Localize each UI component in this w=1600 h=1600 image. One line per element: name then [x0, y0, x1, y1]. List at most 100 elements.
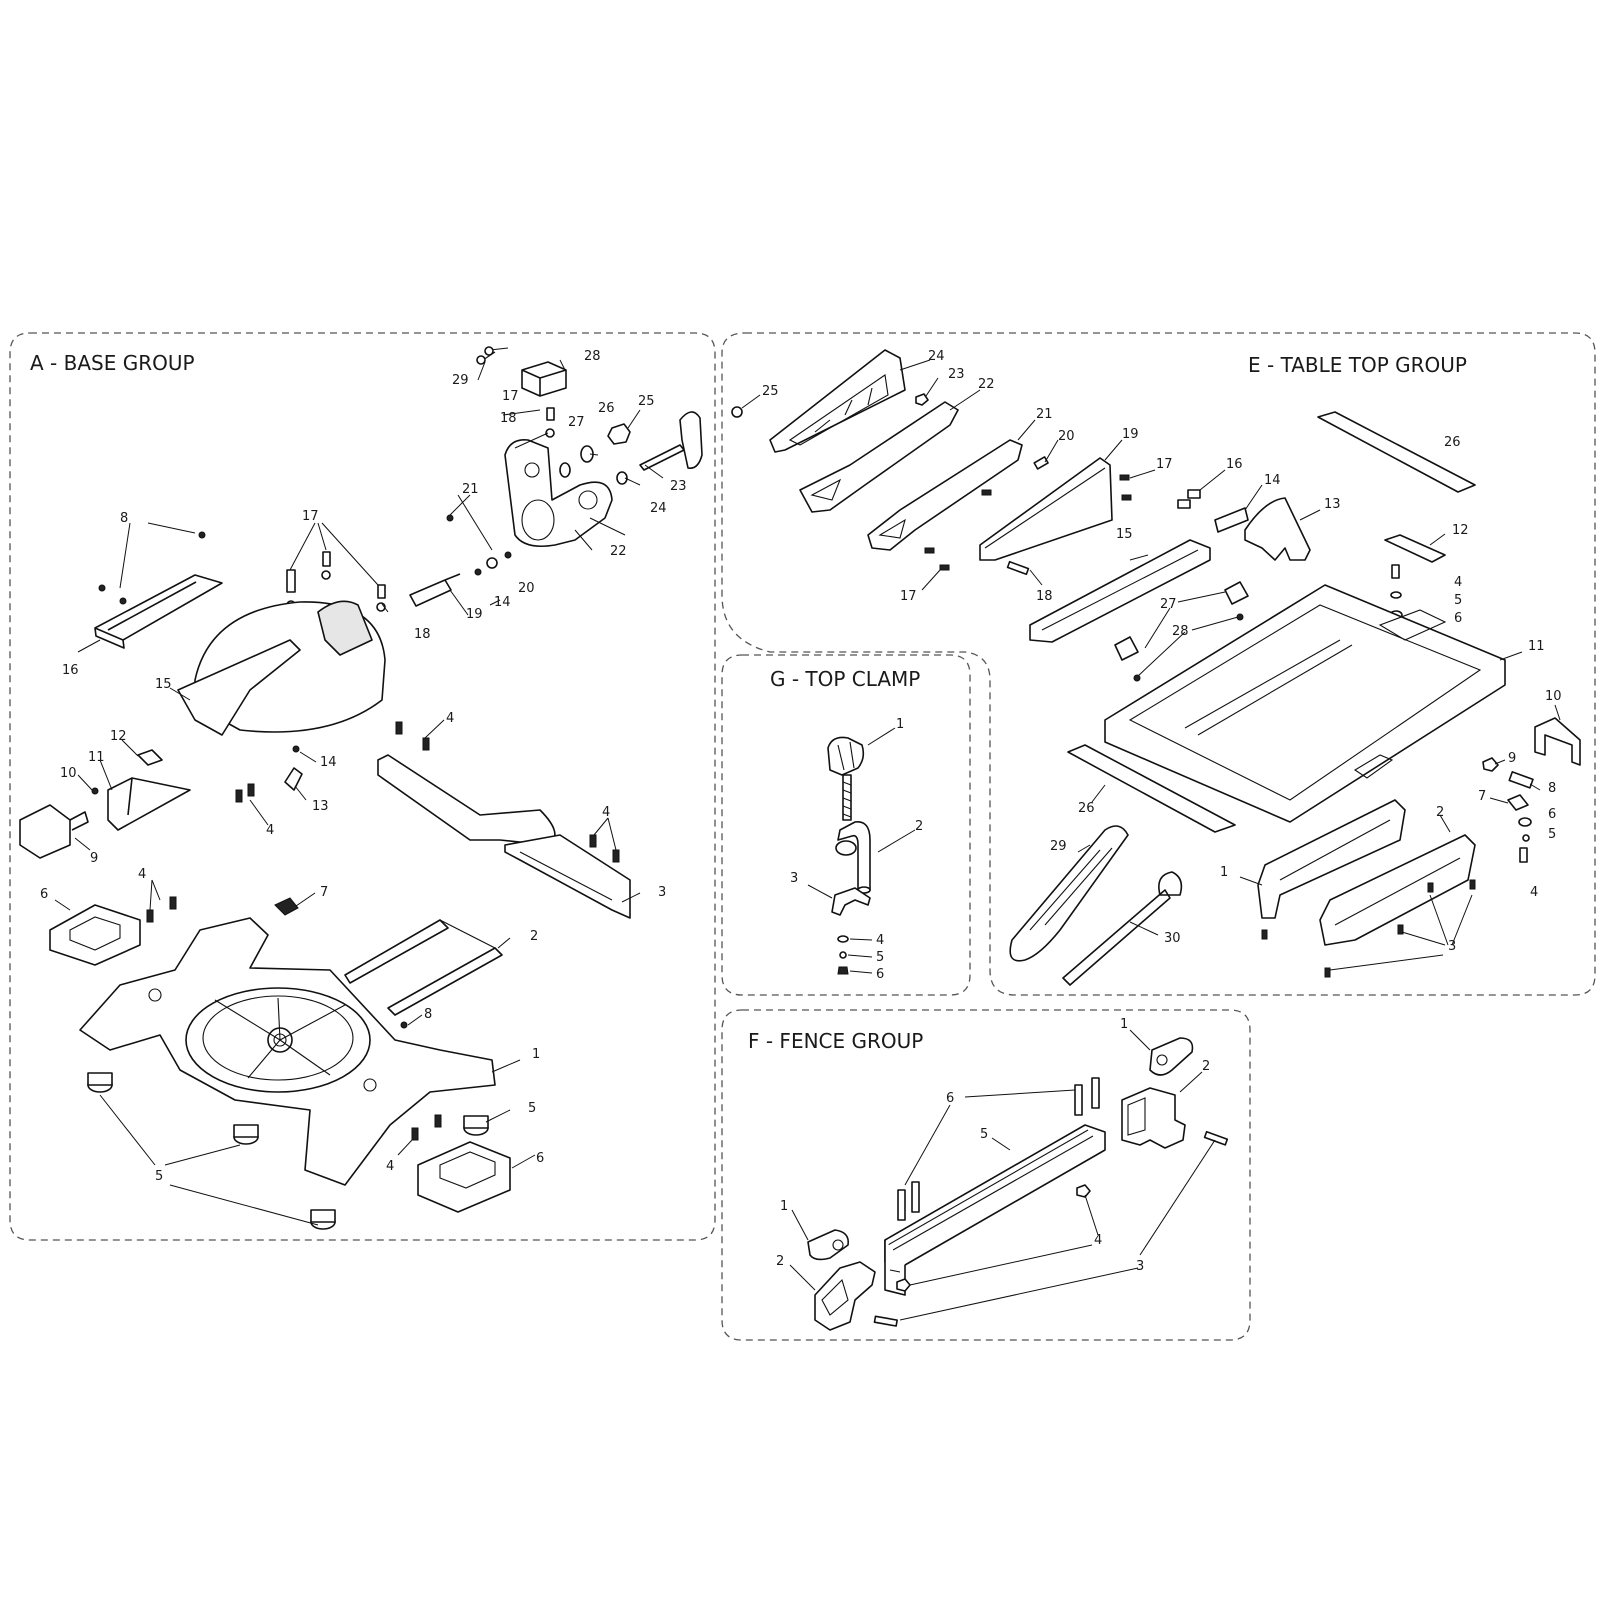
callout-base-5a: 5 [528, 1101, 536, 1116]
part-fence-1-lever-left [807, 1229, 850, 1261]
part-base-23-lever [639, 411, 703, 471]
part-base-4-screws-a [235, 783, 255, 803]
part-table-16-screws [1177, 489, 1201, 509]
callout-base-18a: 18 [500, 411, 517, 426]
part-base-28-block [521, 361, 567, 397]
callout-base-18b: 18 [414, 627, 431, 642]
part-table-26-strip-top [1317, 411, 1476, 493]
callout-base-8b: 8 [424, 1007, 432, 1022]
part-table-8-pin [1508, 771, 1534, 789]
part-base-6-foot-bottom [417, 1141, 511, 1213]
callout-table-14: 14 [1264, 473, 1281, 488]
callout-table-30: 30 [1164, 931, 1181, 946]
callout-fence-3a: 3 [1136, 1259, 1144, 1274]
callout-table-26b: 26 [1078, 801, 1095, 816]
part-table-26-strip-bottom [1067, 744, 1236, 833]
callout-base-4e: 4 [386, 1159, 394, 1174]
callout-fence-2a: 2 [1202, 1059, 1210, 1074]
callout-table-21: 21 [1036, 407, 1053, 422]
callout-base-29: 29 [452, 373, 469, 388]
base-group-callouts: 29 28 17 18 27 26 25 24 23 22 21 20 14 1… [40, 349, 687, 1184]
top-clamp-group-title: G - TOP CLAMP [770, 667, 920, 691]
part-base-16-rail [94, 574, 223, 649]
part-base-22-housing [504, 438, 613, 548]
part-table-22-arm [799, 401, 959, 513]
part-base-24-washer [616, 471, 628, 485]
callout-table-19: 19 [1122, 427, 1139, 442]
fence-group-callouts: 1 2 6 5 4 3 1 2 4 3 [776, 1017, 1210, 1274]
top-clamp-group-callouts: 1 2 3 4 5 6 [790, 717, 923, 982]
part-clamp-5-washer [839, 951, 847, 959]
table-top-group-parts [731, 349, 1581, 986]
part-base-2-rails [344, 919, 503, 1016]
callout-fence-4a: 4 [1094, 1233, 1102, 1248]
part-base-3-miter-scale [377, 754, 631, 919]
table-top-group-frame [721, 332, 1596, 996]
part-clamp-2-hook [835, 821, 871, 894]
callout-table-29: 29 [1050, 839, 1067, 854]
callout-fence-1b: 1 [780, 1199, 788, 1214]
part-base-19-pin [409, 573, 461, 607]
callout-table-5b: 5 [1548, 827, 1556, 842]
part-fence-4-nut-left [896, 1278, 911, 1292]
callout-table-12: 12 [1452, 523, 1469, 538]
part-base-25-nut [607, 423, 631, 445]
part-fence-4-nut-right [1076, 1184, 1091, 1198]
part-clamp-3-bracket [831, 887, 871, 916]
part-fence-3-pin-left [873, 1315, 898, 1327]
part-base-5-foot-3 [463, 1115, 489, 1136]
callout-base-4a: 4 [266, 823, 274, 838]
part-table-4-5-6-hardware-b [1518, 817, 1532, 863]
callout-base-16: 16 [62, 663, 79, 678]
part-table-7-plate [1507, 794, 1529, 811]
part-fence-5-fence-rail [884, 1124, 1106, 1296]
fence-group-parts [789, 1029, 1229, 1331]
callout-table-10: 10 [1545, 689, 1562, 704]
part-fence-3-pin-right [1203, 1130, 1229, 1146]
callout-base-9: 9 [90, 851, 98, 866]
callout-table-7: 7 [1478, 789, 1486, 804]
part-table-30-wrench [1062, 871, 1183, 986]
part-base-15-turntable [177, 600, 386, 736]
callout-table-5a: 5 [1454, 593, 1462, 608]
callout-base-24: 24 [650, 501, 667, 516]
callout-table-15: 15 [1116, 527, 1133, 542]
callout-base-2: 2 [530, 929, 538, 944]
part-base-9-knob [19, 804, 89, 859]
part-table-9-nut [1482, 757, 1499, 772]
part-base-21-screws [446, 514, 512, 559]
callout-table-26a: 26 [1444, 435, 1461, 450]
part-base-5-foot-4 [310, 1209, 336, 1230]
callout-base-3: 3 [658, 885, 666, 900]
part-base-10-nut [91, 787, 99, 795]
callout-base-17a: 17 [502, 389, 519, 404]
part-table-24-guard [769, 349, 906, 453]
callout-base-11: 11 [88, 750, 105, 765]
part-fence-6-bolts-left [897, 1181, 920, 1221]
part-table-21-arm [867, 439, 1023, 551]
part-table-17-screws-a [981, 474, 1132, 501]
part-table-13-splitter [1244, 497, 1311, 561]
part-fence-2-block-left [814, 1261, 876, 1331]
part-table-25-nut [731, 406, 743, 418]
callout-clamp-5: 5 [876, 950, 884, 965]
callout-base-5b: 5 [155, 1169, 163, 1184]
callout-table-27: 27 [1160, 597, 1177, 612]
part-table-12-insert [1384, 534, 1446, 563]
part-table-4-5-6-hardware-a [1389, 564, 1403, 620]
part-base-7-knob [274, 897, 299, 916]
callout-table-8: 8 [1548, 781, 1556, 796]
callout-base-13: 13 [312, 799, 329, 814]
part-table-19-plate [979, 457, 1113, 561]
part-base-8-screws [98, 531, 206, 605]
callout-base-27: 27 [568, 415, 585, 430]
part-base-8-screw [400, 1021, 408, 1029]
callout-base-7: 7 [320, 885, 328, 900]
part-base-14-small-screw [292, 745, 300, 753]
callout-table-17a: 17 [1156, 457, 1173, 472]
callout-base-14a: 14 [494, 595, 511, 610]
part-base-14-screw [474, 568, 482, 576]
callout-table-16: 16 [1226, 457, 1243, 472]
callout-base-4c: 4 [602, 805, 610, 820]
callout-base-20: 20 [518, 581, 535, 596]
